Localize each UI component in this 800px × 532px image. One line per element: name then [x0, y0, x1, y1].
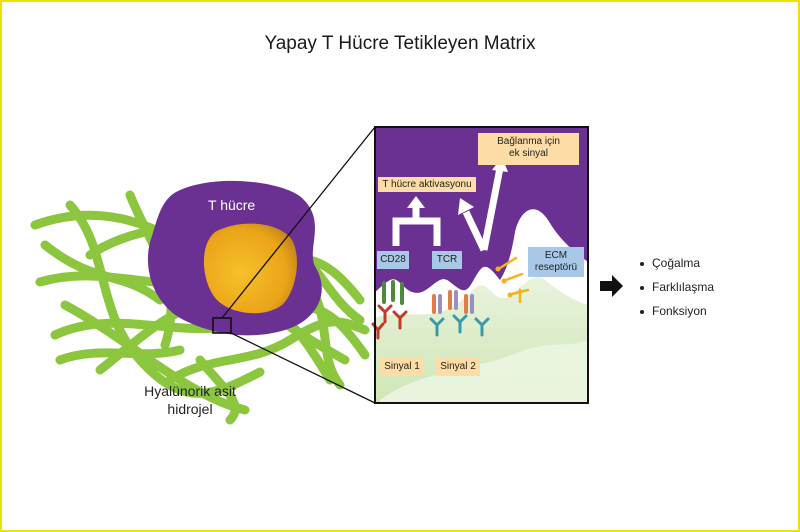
outcome-item: Farklılaşma — [640, 278, 714, 302]
outcome-text: Fonksiyon — [652, 304, 707, 318]
figure-title: Yapay T Hücre Tetikleyen Matrix — [264, 33, 536, 54]
tcr-receptors — [432, 290, 474, 314]
zoom-line-bottom — [230, 332, 376, 404]
outcome-text: Farklılaşma — [652, 280, 715, 294]
binding-arrow — [462, 167, 504, 252]
outcome-item: Çoğalma — [640, 254, 714, 278]
signal-2-label: Sinyal 2 — [436, 358, 480, 376]
t-activation-label: T hücre aktivasyonu — [378, 177, 476, 192]
tcr-label: TCR — [432, 251, 462, 269]
bullet-icon — [640, 261, 644, 266]
binding-signal-line1: Bağlanma için — [497, 136, 560, 147]
ecm-receptor-line1: ECM — [544, 250, 568, 261]
hydrogel-label-line2: hidrojel — [167, 401, 213, 417]
hydrogel-label-line1: Hyalünorik asit — [144, 383, 236, 399]
bullet-icon — [640, 285, 644, 290]
signal-1-label: Sinyal 1 — [380, 358, 424, 376]
t-cell-label: T hücre — [208, 197, 256, 213]
outcome-text: Çoğalma — [652, 256, 701, 270]
ecm-receptor-line2: reseptörü — [534, 262, 578, 273]
bullet-icon — [640, 309, 644, 314]
hydrogel-label: Hyalünorik asit hidrojel — [110, 382, 270, 418]
inset-cell-membrane — [375, 127, 588, 293]
ecm-receptor-label: ECM reseptörü — [528, 247, 584, 277]
cd28-label: CD28 — [377, 251, 409, 269]
cd28-antibodies — [371, 304, 408, 340]
tcr-antibodies — [429, 314, 490, 337]
outcome-item: Fonksiyon — [640, 302, 714, 326]
activation-arrow — [392, 206, 441, 246]
t-cell-nucleus — [203, 223, 297, 314]
zoom-line-top — [221, 126, 376, 319]
outcome-list: Çoğalma Farklılaşma Fonksiyon — [640, 254, 714, 326]
binding-signal-line2: ek sinyal — [509, 148, 548, 159]
ecm-receptors — [498, 256, 530, 304]
right-arrow-icon — [600, 275, 623, 297]
binding-signal-label: Bağlanma için ek sinyal — [478, 133, 579, 165]
cd28-receptors — [382, 280, 404, 305]
